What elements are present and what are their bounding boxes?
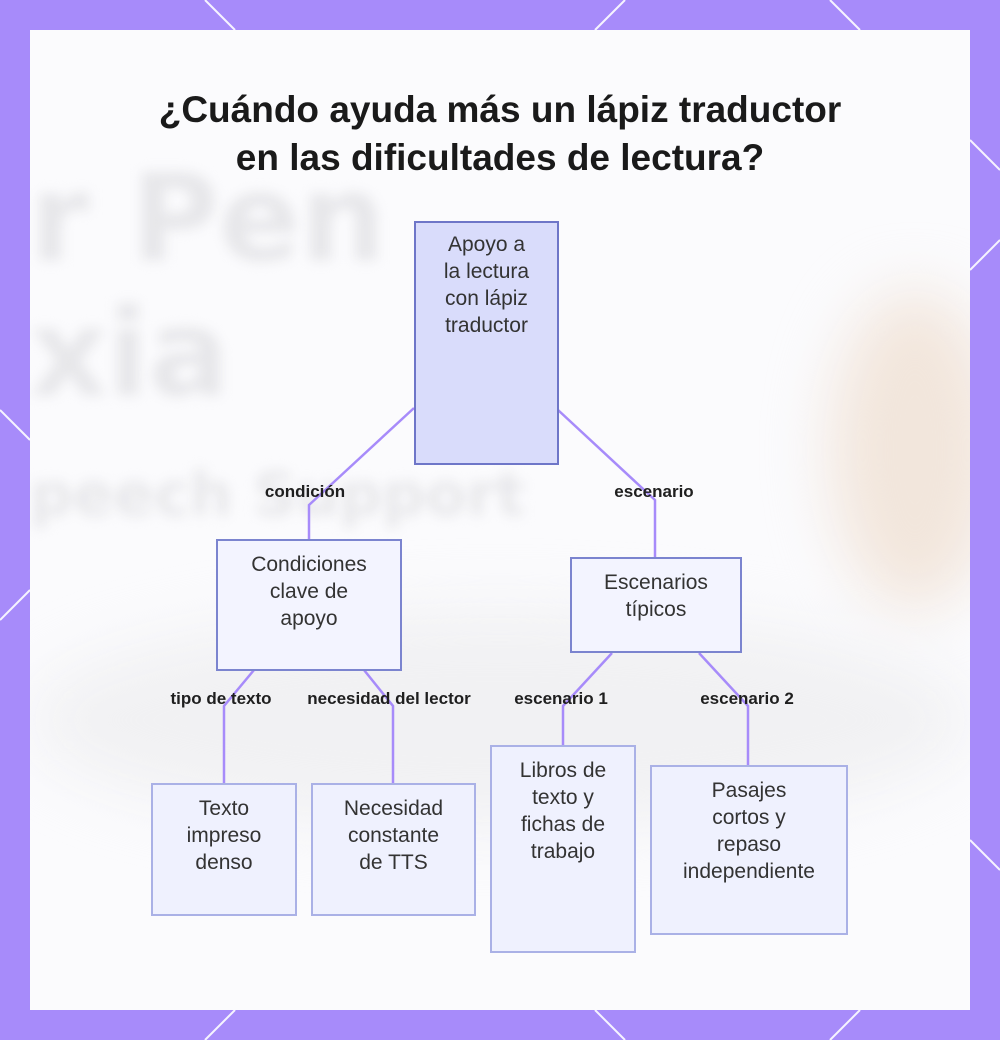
page-title: ¿Cuándo ayuda más un lápiz traductor en … [158,89,842,178]
edge-label-condicion: condición [264,482,346,501]
node-textbooks: Libros de texto y fichas de trabajo [490,745,636,953]
edge-label-escenario: escenario [614,482,694,501]
edge-label-escenario-2: escenario 2 [700,689,794,708]
node-short-passages: Pasajes cortos y repaso independiente [650,765,848,935]
background-watermark: r Pen [30,150,386,289]
node-scenarios: Escenarios típicos [570,557,742,653]
edge-label-tipo-de-texto: tipo de texto [170,689,272,708]
edge-label-escenario-1: escenario 1 [514,689,608,708]
edge-root-scenarios [557,409,657,557]
edge-conditions-text [222,669,255,783]
node-root: Apoyo a la lectura con lápiz traductor [414,221,559,465]
background-watermark: xia [30,285,230,424]
edge-scenarios-2 [698,652,750,765]
background-watermark: peech Support [30,460,525,530]
edge-scenarios-1 [561,652,613,745]
node-dense-text: Texto impreso denso [151,783,297,916]
background-blur [830,290,970,610]
edge-root-conditions [307,407,415,540]
node-tts-need: Necesidad constante de TTS [311,783,476,916]
edge-label-necesidad-del-lector: necesidad del lector [307,689,471,708]
node-conditions: Condiciones clave de apoyo [216,539,402,671]
edge-conditions-need [363,669,395,783]
